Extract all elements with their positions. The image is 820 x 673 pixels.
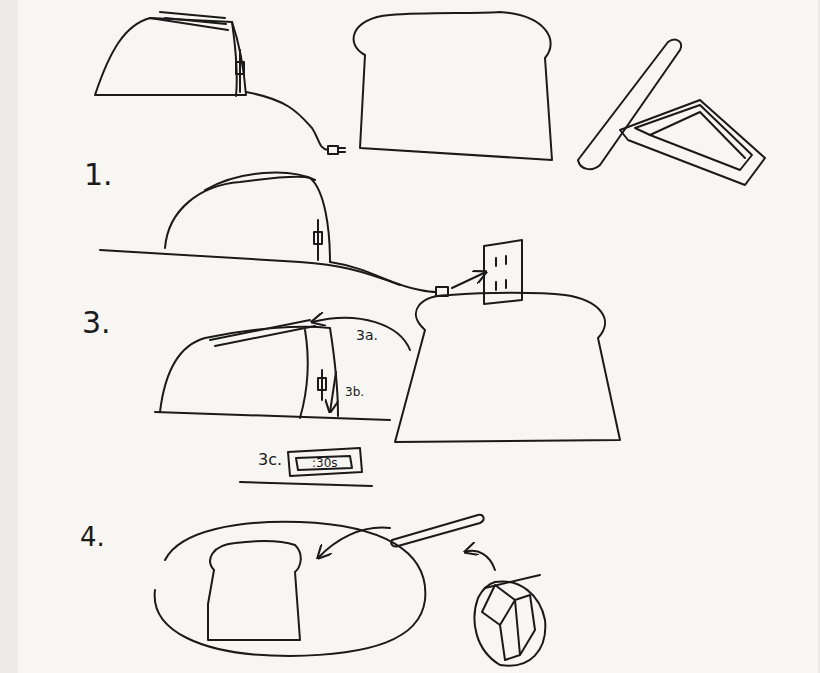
butter-dish (620, 100, 765, 185)
plate (155, 522, 426, 656)
toast-on-plate (208, 541, 301, 640)
toaster (100, 173, 486, 296)
timer-reading: :30s (312, 457, 338, 469)
wall-outlet (484, 240, 522, 304)
knife (318, 515, 484, 558)
step-number: 4. (80, 524, 105, 550)
bread-slice (354, 12, 552, 160)
knife (578, 40, 681, 170)
callout-number: 3c. (258, 452, 282, 468)
step-number: 1. (84, 160, 113, 190)
timer (240, 448, 372, 486)
toaster (155, 318, 410, 420)
toaster (95, 12, 345, 154)
bread-slice (395, 293, 620, 442)
step-number: 3. (82, 308, 111, 338)
callout-number: 3a. (356, 328, 378, 342)
butter (465, 551, 545, 666)
callout-number: 3b. (345, 386, 364, 398)
